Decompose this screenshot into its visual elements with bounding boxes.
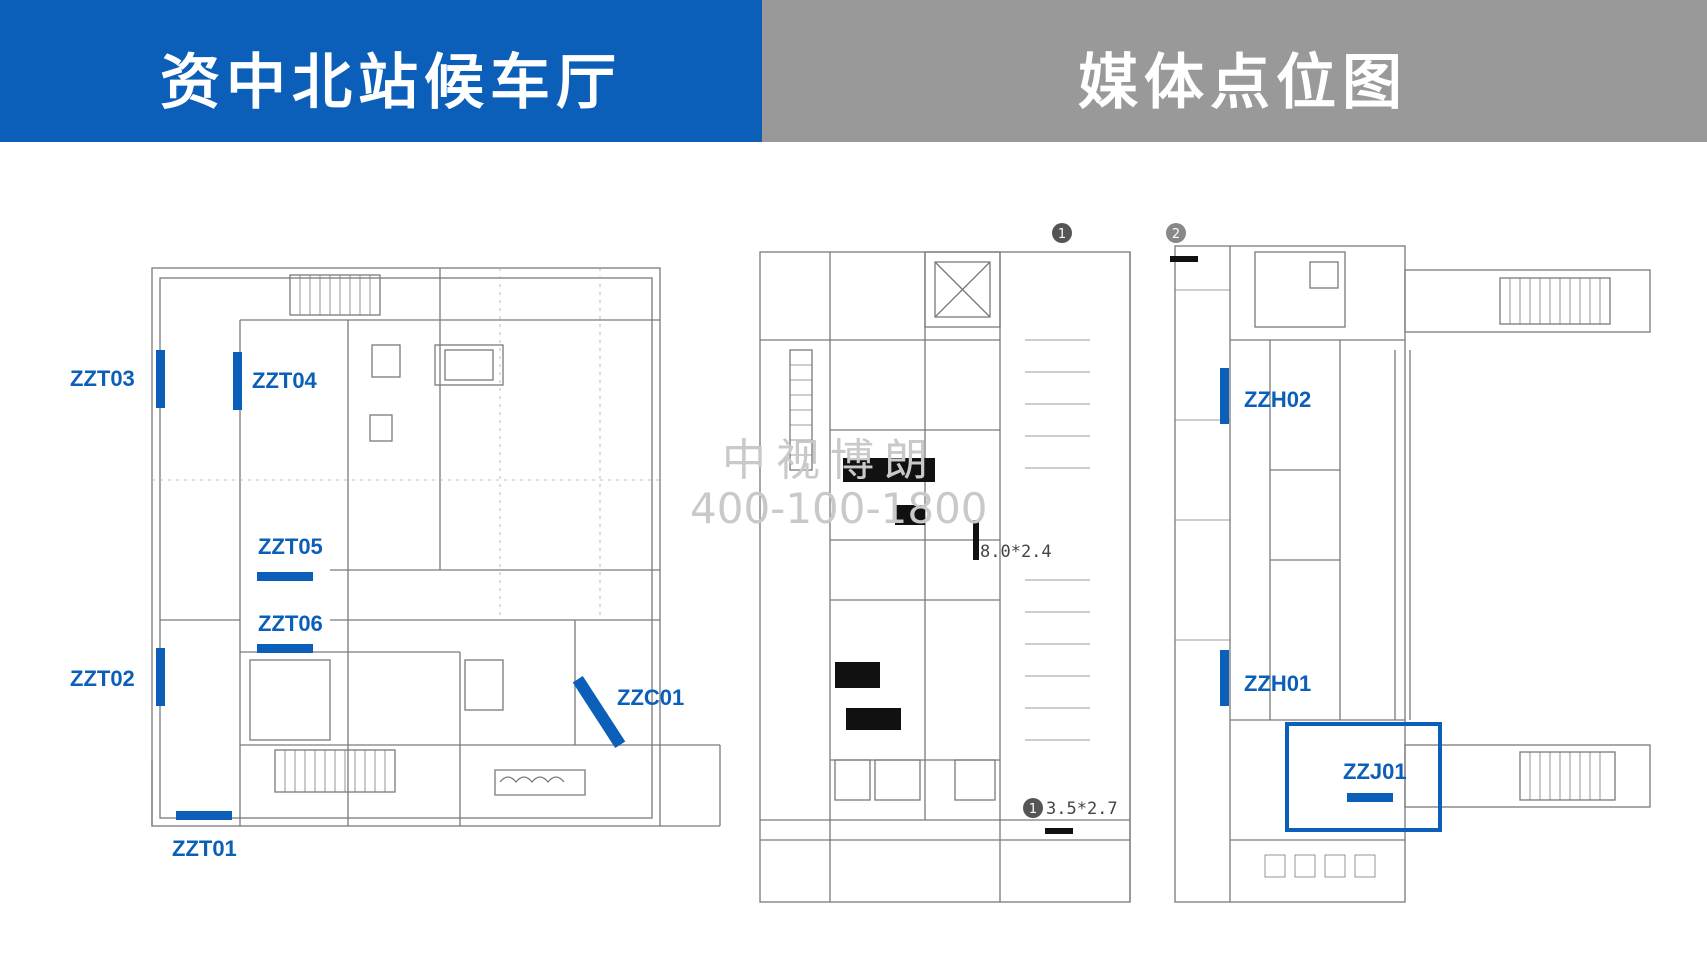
media-marker-zzt05[interactable] — [257, 572, 313, 581]
media-marker-zzh02[interactable] — [1220, 368, 1229, 424]
axis-1-label: 1 — [1058, 227, 1066, 242]
left-building-outline — [151, 267, 661, 827]
media-label-zzt01: ZZT01 — [172, 836, 237, 861]
media-marker-zzj01[interactable] — [1347, 793, 1393, 802]
watermark-company: 中视博朗 — [722, 435, 938, 486]
media-marker-zzt04[interactable] — [233, 352, 242, 410]
media-marker-zzt02[interactable] — [156, 648, 165, 706]
size-note-b: 3.5*2.7 — [1046, 799, 1118, 819]
media-marker-zzt06[interactable] — [257, 644, 313, 653]
media-label-zzt02: ZZT02 — [70, 666, 135, 691]
header-right-bar — [762, 0, 1707, 142]
axis-1-bottom-label: 1 — [1029, 802, 1037, 817]
media-label-zzh02: ZZH02 — [1244, 387, 1312, 412]
map-title: 媒体点位图 — [1078, 48, 1408, 118]
media-marker-zzt03[interactable] — [156, 350, 165, 408]
size-note-a: 8.0*2.4 — [980, 542, 1052, 562]
zzj01-highlight-frame — [1285, 722, 1442, 832]
station-title: 资中北站候车厅 — [160, 48, 622, 118]
media-label-zzt03: ZZT03 — [70, 366, 135, 391]
media-label-zzh01: ZZH01 — [1244, 671, 1312, 696]
media-label-zzj01: ZZJ01 — [1343, 759, 1407, 784]
media-label-zzt05: ZZT05 — [258, 534, 323, 559]
axis-2-label: 2 — [1172, 227, 1180, 242]
header-left-bar — [0, 0, 762, 142]
media-label-zzt06: ZZT06 — [258, 611, 323, 636]
right-building-outline — [1174, 245, 1406, 903]
media-label-zzt04: ZZT04 — [252, 368, 317, 393]
media-marker-zzt01[interactable] — [176, 811, 232, 820]
watermark-phone: 400-100-1800 — [690, 484, 988, 533]
media-label-zzc01: ZZC01 — [617, 685, 685, 710]
media-marker-zzh01[interactable] — [1220, 650, 1229, 706]
